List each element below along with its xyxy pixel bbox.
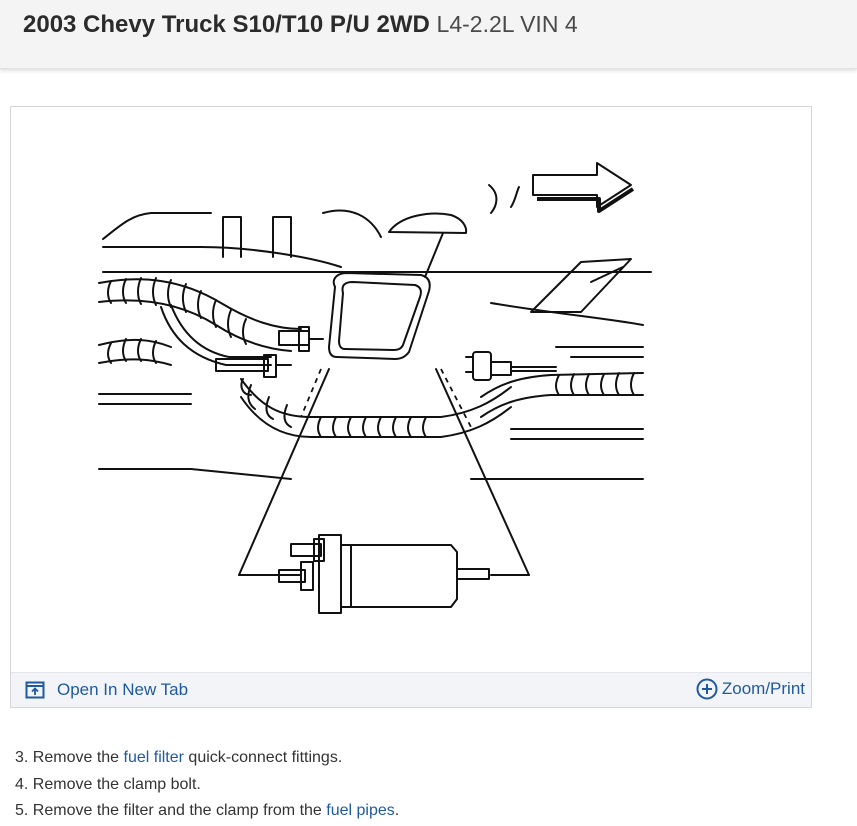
step-item: 3. Remove the fuel filter quick-connect …	[15, 745, 845, 772]
figure-toolbar: Open In New Tab Zoom/Print	[11, 672, 811, 707]
step-text: Remove the filter and the clamp from the	[28, 802, 327, 819]
fuel-filter-diagram[interactable]	[11, 107, 811, 673]
open-in-new-tab-icon	[25, 681, 45, 699]
step-text: Remove the clamp bolt.	[28, 775, 201, 793]
page-header: 2003 Chevy Truck S10/T10 P/U 2WD L4-2.2L…	[0, 0, 857, 69]
step-text: Remove the	[28, 749, 124, 766]
vehicle-name: 2003 Chevy Truck S10/T10 P/U 2WD	[23, 11, 430, 38]
engine-spec: L4-2.2L VIN 4	[436, 11, 578, 37]
zoom-print-button[interactable]: Zoom/Print	[696, 678, 805, 700]
circle-plus-icon	[696, 678, 718, 700]
procedure-steps: 3. Remove the fuel filter quick-connect …	[15, 745, 845, 825]
open-in-new-tab-label: Open In New Tab	[57, 680, 189, 699]
step-item: 4. Remove the clamp bolt.	[15, 772, 845, 799]
step-item: 5. Remove the filter and the clamp from …	[15, 798, 845, 825]
open-in-new-tab-link[interactable]: Open In New Tab	[25, 679, 188, 701]
page-title: 2003 Chevy Truck S10/T10 P/U 2WD L4-2.2L…	[23, 9, 578, 40]
step-number: 3.	[15, 749, 29, 766]
fuel-pipes-link[interactable]: fuel pipes	[326, 802, 395, 819]
zoom-print-label: Zoom/Print	[721, 679, 805, 698]
step-number: 4.	[15, 775, 29, 793]
step-text: quick-connect fittings.	[183, 749, 343, 766]
step-number: 5.	[15, 802, 29, 819]
fuel-filter-link[interactable]: fuel filter	[123, 749, 184, 766]
figure-container: Open In New Tab Zoom/Print	[10, 106, 812, 708]
step-text: .	[394, 802, 400, 819]
